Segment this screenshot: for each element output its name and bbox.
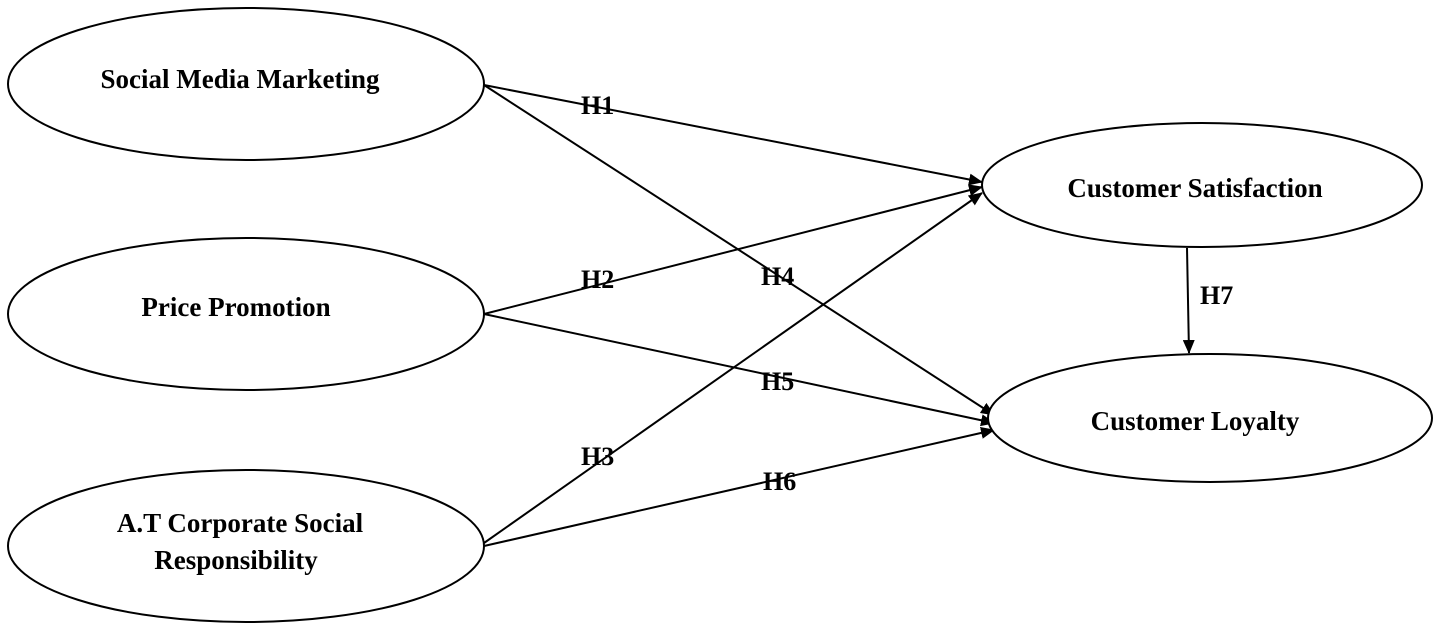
edge-h3-label: H3 (581, 442, 614, 471)
node-corporate-social-responsibility-shape (7, 469, 485, 623)
node-corporate-social-responsibility-label-line-1: A.T Corporate Social (117, 508, 364, 538)
edge-h7-label: H7 (1200, 281, 1233, 310)
node-price-promotion-label: Price Promotion (141, 292, 330, 322)
node-customer-loyalty: Customer Loyalty (987, 353, 1433, 483)
node-customer-satisfaction-label: Customer Satisfaction (1067, 173, 1322, 203)
edge-h4: H4 (483, 84, 995, 416)
edge-h5: H5 (483, 313, 995, 427)
node-price-promotion: Price Promotion (7, 237, 485, 391)
edge-h4-label: H4 (761, 262, 794, 291)
node-corporate-social-responsibility-label-line-2: Responsibility (154, 545, 318, 575)
edge-h6-line (483, 427, 995, 547)
node-social-media-marketing-label: Social Media Marketing (101, 64, 380, 94)
node-social-media-marketing: Social Media Marketing (7, 7, 485, 161)
edge-h6-label: H6 (763, 467, 796, 496)
edges-layer: H1 H2 H3 H4 H5 H6 H7 (483, 84, 1233, 547)
edge-h2: H2 (483, 184, 983, 315)
edge-h1-label: H1 (581, 91, 614, 120)
node-customer-satisfaction: Customer Satisfaction (981, 122, 1423, 248)
node-corporate-social-responsibility: A.T Corporate Social Responsibility (7, 469, 485, 623)
node-customer-loyalty-label: Customer Loyalty (1091, 406, 1300, 436)
node-social-media-marketing-shape (7, 7, 485, 161)
node-customer-satisfaction-shape (981, 122, 1423, 248)
edge-h1-line (483, 84, 983, 186)
edge-h7: H7 (1182, 247, 1233, 354)
node-customer-loyalty-shape (987, 353, 1433, 483)
edge-h1: H1 (483, 84, 983, 186)
edge-h7-line (1182, 247, 1195, 354)
edge-h6: H6 (483, 427, 995, 547)
edge-h5-line (483, 313, 995, 427)
nodes-layer: Social Media Marketing Price Promotion A… (7, 7, 1433, 623)
node-price-promotion-shape (7, 237, 485, 391)
edge-h2-label: H2 (581, 265, 614, 294)
edge-h2-line (483, 184, 983, 315)
edge-h4-line (483, 84, 995, 416)
edge-h5-label: H5 (761, 367, 794, 396)
